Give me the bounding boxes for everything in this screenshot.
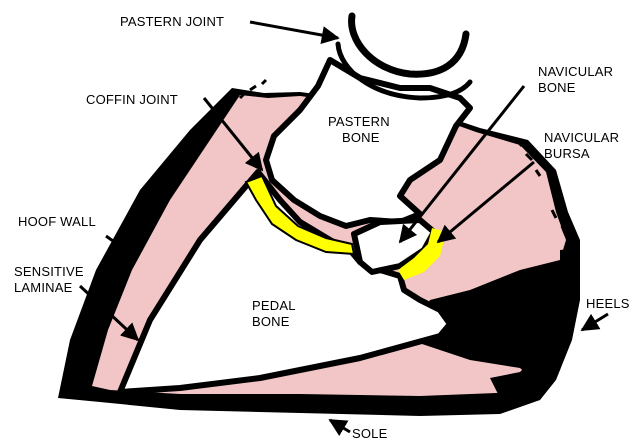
upper-pastern-shape <box>352 16 466 74</box>
label-coffin-joint: COFFIN JOINT <box>86 92 178 107</box>
label-pastern-bone-line1: PASTERN <box>328 114 390 129</box>
label-navicular-bursa-line2: BURSA <box>544 146 590 161</box>
label-pastern-bone-line2: BONE <box>342 130 380 145</box>
label-sole: SOLE <box>352 426 388 441</box>
sole-arrow <box>330 420 350 432</box>
label-navicular-bursa-line1: NAVICULAR <box>544 130 619 145</box>
label-pedal-bone-line2: BONE <box>252 314 290 329</box>
pastern-joint-arrow <box>250 22 338 38</box>
label-pastern-joint: PASTERN JOINT <box>120 14 224 29</box>
label-sensitive-laminae-line2: LAMINAE <box>14 280 73 295</box>
label-navicular-bone-line2: BONE <box>538 80 576 95</box>
heels-arrow <box>582 314 608 330</box>
label-sensitive-laminae-line1: SENSITIVE <box>14 264 84 279</box>
label-heels: HEELS <box>586 296 630 311</box>
label-pedal-bone-line1: PEDAL <box>252 298 296 313</box>
label-navicular-bone-line1: NAVICULAR <box>538 64 613 79</box>
label-hoof-wall: HOOF WALL <box>18 214 96 229</box>
